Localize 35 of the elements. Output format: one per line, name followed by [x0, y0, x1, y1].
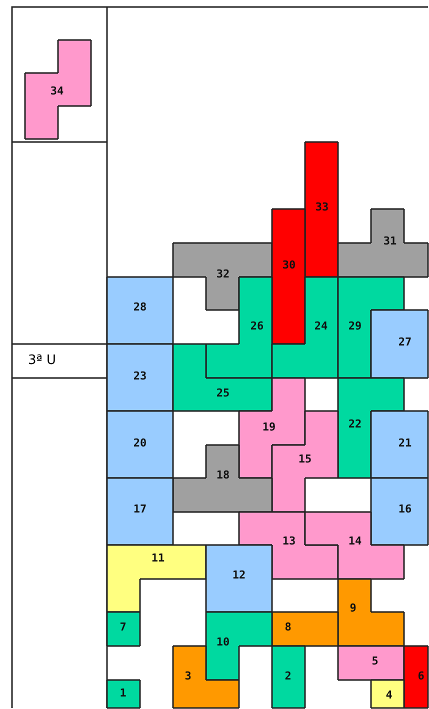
piece-number: 4 [386, 690, 392, 700]
piece-number: 1 [120, 688, 126, 698]
piece-number: 32 [216, 268, 230, 280]
piece-number: 3 [184, 670, 192, 682]
piece-number: 24 [314, 320, 328, 332]
piece-number: 30 [282, 260, 296, 270]
piece-number: 6 [418, 670, 424, 682]
piece-number: 13 [282, 536, 296, 546]
piece-number: 15 [298, 454, 312, 464]
piece-number: 12 [232, 570, 246, 580]
piece-number: 29 [348, 320, 362, 332]
piece-number: 17 [133, 504, 147, 514]
piece-number: 7 [120, 622, 126, 632]
piece-number: 28 [133, 302, 147, 312]
piece-number: 22 [348, 418, 362, 430]
piece-number: 27 [398, 336, 412, 348]
piece-number: 2 [284, 670, 292, 682]
piece-number: 8 [284, 622, 292, 632]
piece-number: 9 [350, 602, 356, 614]
piece-number: 5 [372, 656, 378, 666]
piece-number: 34 [50, 86, 64, 96]
piece-number: 21 [398, 438, 412, 448]
piece-number: 14 [348, 536, 362, 546]
piece-number: 26 [250, 320, 264, 332]
piece-number: 11 [151, 552, 165, 564]
piece-number: 31 [383, 236, 397, 246]
piece-number: 33 [315, 202, 329, 212]
row-label: 3ª U [22, 351, 62, 371]
piece-number: 16 [398, 504, 412, 514]
piece-number: 10 [216, 636, 230, 648]
piece-number: 19 [262, 422, 276, 432]
piece-number: 23 [133, 370, 147, 382]
piece-number: 18 [216, 470, 230, 480]
piece-number: 20 [133, 438, 147, 448]
piece-number: 25 [216, 388, 230, 398]
